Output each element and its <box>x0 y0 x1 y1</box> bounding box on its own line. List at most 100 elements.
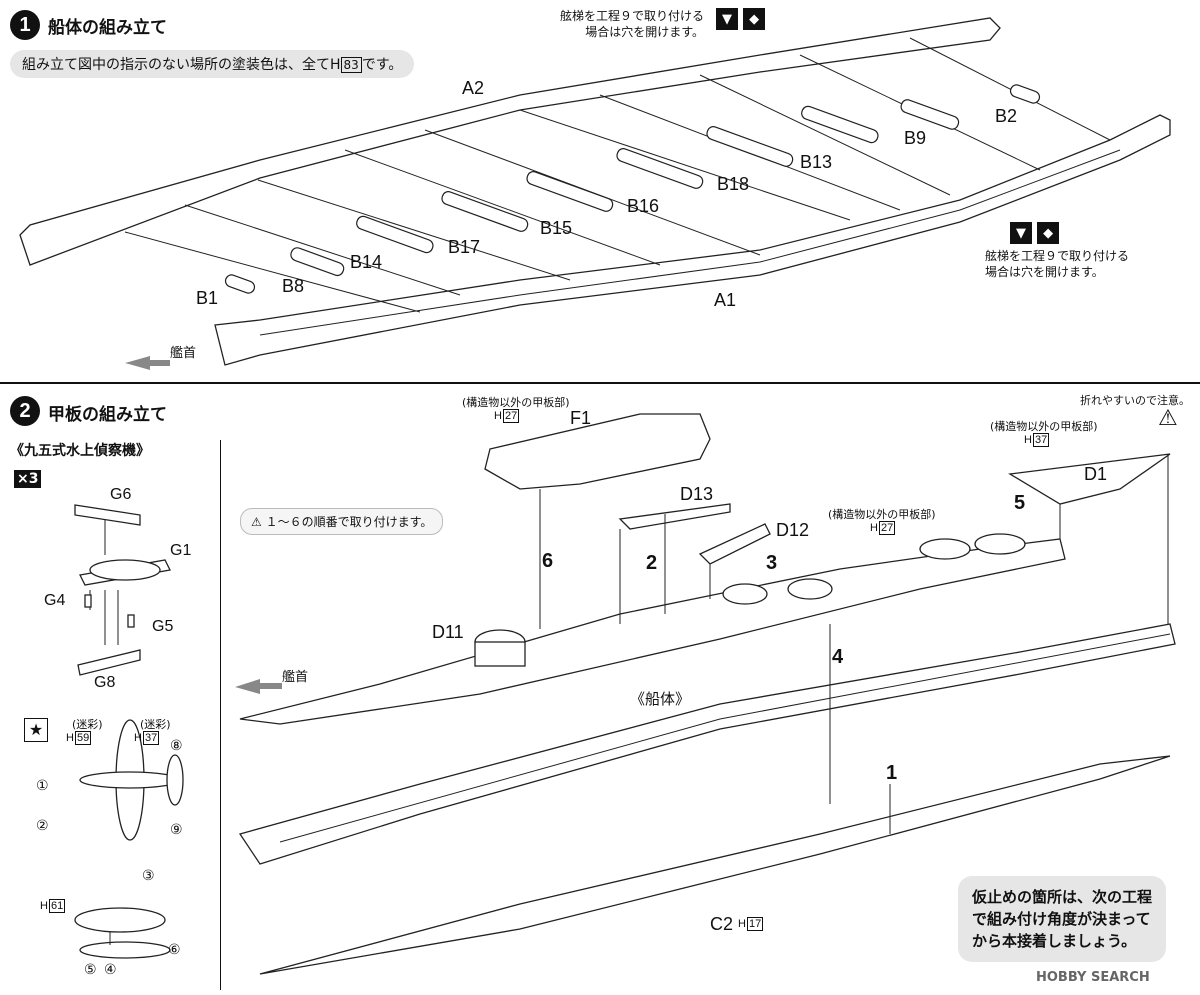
color-F1-code: 27 <box>502 409 520 423</box>
ladder-note-right-line2: 場合は穴を開けます。 <box>985 265 1104 279</box>
color-wing1-code: 59 <box>74 731 92 745</box>
warning-icon: ⚠ <box>251 515 262 529</box>
step-seq-4: 4 <box>832 646 844 668</box>
ladder-note-right: 舷梯を工程９で取り付ける 場合は穴を開けます。 <box>985 248 1129 280</box>
part-label-G1: G1 <box>170 542 192 559</box>
paint-note-color: 83 <box>340 57 362 73</box>
ladder-note-top-line2: 場合は穴を開けます。 <box>585 25 705 39</box>
part-label-D13: D13 <box>680 484 714 504</box>
assembly-tip-line3: から本接着しましょう。 <box>972 932 1137 950</box>
part-label-B13: B13 <box>800 152 833 172</box>
color-deck-code: 27 <box>878 521 896 535</box>
step-1-title: 船体の組み立て <box>48 18 167 38</box>
h-prefix: H <box>870 522 878 534</box>
fragile-note: 折れやすいので注意。 <box>1080 394 1190 407</box>
ladder-note-top: 舷梯を工程９で取り付ける 場合は穴を開けます。 <box>560 8 704 40</box>
assembly-tip-line2: で組み付け角度が決まって <box>972 910 1151 928</box>
marker-2: ② <box>36 818 49 834</box>
part-label-B2: B2 <box>995 106 1018 126</box>
marker-5: ⑤ <box>84 962 97 978</box>
order-note: ⚠ １～６の順番で取り付けます。 <box>240 508 444 535</box>
order-note-text: １～６の順番で取り付けます。 <box>265 515 433 529</box>
h-prefix: H <box>494 410 502 422</box>
drill-icon-right: ▼ ◆ <box>1010 222 1060 244</box>
hull-label: 《船体》 <box>630 690 691 708</box>
marker-4: ④ <box>104 962 117 978</box>
step-seq-1: 1 <box>886 762 898 784</box>
warning-icon-fragile: ⚠ <box>1158 406 1178 431</box>
deck-note-main: (構造物以外の甲板部) <box>828 508 936 521</box>
drill-icon: ▼ ◆ <box>716 8 766 30</box>
part-label-A1: A1 <box>714 290 737 310</box>
ladder-note-top-line1: 舷梯を工程９で取り付ける <box>560 9 705 23</box>
part-label-D11: D11 <box>432 622 464 642</box>
part-label-D1: D1 <box>1084 464 1108 484</box>
camo-label-2: (迷彩) <box>140 718 171 731</box>
aircraft-divider <box>220 440 221 990</box>
paint-note-text: 組み立て図中の指示のない場所の塗装色は、全てH <box>22 57 341 73</box>
part-label-B17: B17 <box>448 237 481 257</box>
h-prefix: H <box>1024 434 1032 446</box>
aircraft-quantity: ×3 <box>14 470 42 488</box>
aircraft-diagram <box>74 504 184 959</box>
step-1-number: 1 <box>10 10 40 40</box>
part-label-B14: B14 <box>350 252 383 272</box>
part-label-B8: B8 <box>282 276 305 296</box>
marker-1: ① <box>36 778 49 794</box>
step-seq-6: 6 <box>542 550 554 572</box>
deck-note-D1: (構造物以外の甲板部) <box>990 420 1098 433</box>
h-prefix: H <box>134 732 142 744</box>
marker-6: ⑥ <box>168 942 181 958</box>
marker-3: ③ <box>142 868 155 884</box>
color-float-code: 61 <box>48 899 66 913</box>
part-label-G6: G6 <box>110 486 132 503</box>
hull-assembly-diagram <box>19 17 1171 370</box>
part-label-B9: B9 <box>904 128 927 148</box>
part-label-B18: B18 <box>717 174 750 194</box>
step-seq-2: 2 <box>646 552 658 574</box>
step-seq-3: 3 <box>766 552 778 574</box>
part-label-A2: A2 <box>462 78 485 98</box>
paint-note-end: です。 <box>361 57 403 73</box>
part-label-G4: G4 <box>44 592 66 609</box>
part-label-G5: G5 <box>152 618 174 635</box>
camo-label-1: (迷彩) <box>72 718 103 731</box>
part-label-G8: G8 <box>94 674 116 691</box>
section-divider <box>0 382 1200 384</box>
assembly-tip-line1: 仮止めの箇所は、次の工程 <box>972 888 1153 906</box>
bow-label-step2: 艦首 <box>282 670 309 685</box>
step-2-title: 甲板の組み立て <box>48 405 167 425</box>
part-label-F1: F1 <box>570 408 592 428</box>
part-label-B16: B16 <box>627 196 660 216</box>
h-prefix: H <box>66 732 74 744</box>
bow-label-step1: 艦首 <box>170 346 197 361</box>
color-D1-code: 37 <box>1032 433 1050 447</box>
color-C2-code: 17 <box>746 917 764 931</box>
step-2-number: 2 <box>10 396 40 426</box>
ladder-note-right-line1: 舷梯を工程９で取り付ける <box>985 249 1130 263</box>
deck-note-F1: (構造物以外の甲板部) <box>462 396 570 409</box>
step-seq-5: 5 <box>1014 492 1026 514</box>
part-label-C2: C2 <box>710 914 734 934</box>
assembly-tip: 仮止めの箇所は、次の工程 で組み付け角度が決まって から本接着しましょう。 <box>958 876 1167 962</box>
marker-9: ⑨ <box>170 822 183 838</box>
deck-assembly-diagram <box>235 413 1176 975</box>
part-label-D12: D12 <box>776 520 810 540</box>
part-label-B1: B1 <box>196 288 219 308</box>
part-label-B15: B15 <box>540 218 573 238</box>
marker-8: ⑧ <box>170 738 183 754</box>
color-wing2-code: 37 <box>142 731 160 745</box>
star-icon: ★ <box>24 718 48 742</box>
h-prefix: H <box>40 900 48 912</box>
aircraft-title: 《九五式水上偵察機》 <box>10 443 150 459</box>
watermark: HOBBY SEARCH <box>1036 970 1150 985</box>
h-prefix: H <box>738 918 746 930</box>
